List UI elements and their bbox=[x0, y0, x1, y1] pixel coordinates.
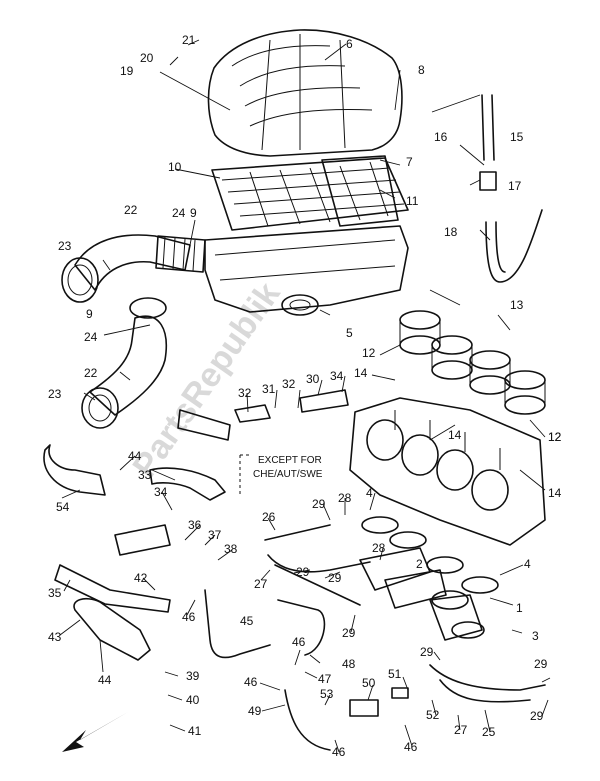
callout: 27 bbox=[254, 577, 268, 591]
callout: 54 bbox=[56, 500, 70, 514]
callout: 14 bbox=[448, 428, 462, 442]
callout: 4 bbox=[366, 486, 373, 500]
callout: 45 bbox=[240, 614, 254, 628]
callout: 12 bbox=[548, 430, 562, 444]
callout: 13 bbox=[510, 298, 524, 312]
callout: 33 bbox=[138, 468, 152, 482]
callout: 44 bbox=[98, 673, 112, 687]
callout: 29 bbox=[530, 709, 544, 723]
callout: 39 bbox=[186, 669, 200, 683]
callout: 43 bbox=[48, 630, 62, 644]
callout: 29 bbox=[534, 657, 548, 671]
note-line-1: EXCEPT FOR bbox=[258, 455, 322, 466]
callout: 46 bbox=[332, 745, 346, 759]
breather-hose-assembly bbox=[479, 94, 543, 283]
callout: 30 bbox=[306, 372, 320, 386]
leader-lines bbox=[59, 39, 551, 753]
callout: 46 bbox=[292, 635, 306, 649]
vacuum-hoses bbox=[264, 524, 546, 751]
callout: 52 bbox=[426, 708, 440, 722]
callout: 24 bbox=[172, 206, 186, 220]
callout: 5 bbox=[346, 326, 353, 340]
callout: 46 bbox=[182, 610, 196, 624]
callout: 27 bbox=[454, 723, 468, 737]
callout: 3 bbox=[532, 629, 539, 643]
callout: 21 bbox=[182, 33, 196, 47]
callout: 37 bbox=[208, 528, 222, 542]
callout: 12 bbox=[548, 430, 562, 444]
callout: 20 bbox=[140, 51, 154, 65]
callout: 14 bbox=[354, 366, 368, 380]
callout: 22 bbox=[124, 203, 138, 217]
callout: 1 bbox=[516, 601, 523, 615]
callout: 46 bbox=[244, 675, 258, 689]
note-line-2: CHE/AUT/SWE bbox=[253, 469, 323, 480]
intake-duct-lower bbox=[81, 297, 167, 429]
callout: 23 bbox=[58, 239, 72, 253]
callout: 23 bbox=[48, 387, 62, 401]
callout: 6 bbox=[346, 37, 353, 51]
callout: 9 bbox=[190, 206, 197, 220]
callout: 10 bbox=[168, 160, 182, 174]
callout: 16 bbox=[434, 130, 448, 144]
callout: 36 bbox=[188, 518, 202, 532]
callout: 49 bbox=[248, 704, 262, 718]
callout: 35 bbox=[48, 586, 62, 600]
callout: 48 bbox=[342, 657, 356, 671]
air-filter-element bbox=[211, 155, 409, 231]
watermark-text: PartsRepublik bbox=[125, 275, 287, 484]
callout: 14 bbox=[548, 486, 562, 500]
callout: 50 bbox=[362, 676, 376, 690]
callout: 53 bbox=[320, 687, 334, 701]
callout: 24 bbox=[84, 330, 98, 344]
callout-labels: 21 20 19 6 8 16 15 7 10 17 11 22 24 9 18… bbox=[48, 33, 562, 759]
callout: 4 bbox=[524, 557, 531, 571]
callout: 18 bbox=[444, 225, 458, 239]
callout: 29 bbox=[420, 645, 434, 659]
callout: 19 bbox=[120, 64, 134, 78]
callout: 29 bbox=[342, 626, 356, 640]
callout: 29 bbox=[328, 571, 342, 585]
callout: 2 bbox=[416, 557, 423, 571]
callout: 47 bbox=[318, 672, 332, 686]
callout: 17 bbox=[508, 179, 522, 193]
note-border bbox=[239, 454, 250, 495]
callout: 34 bbox=[330, 369, 344, 383]
crankcase-breather-hoses bbox=[43, 389, 349, 661]
callout: 26 bbox=[262, 510, 276, 524]
front-direction-arrow-icon bbox=[62, 712, 128, 752]
carburetor-bank bbox=[349, 397, 546, 546]
intake-duct-upper bbox=[61, 234, 206, 303]
callout: 42 bbox=[134, 571, 148, 585]
callout: 40 bbox=[186, 693, 200, 707]
callout: 34 bbox=[154, 485, 168, 499]
callout: 8 bbox=[418, 63, 425, 77]
callout: 41 bbox=[188, 724, 202, 738]
callout: 12 bbox=[362, 346, 376, 360]
carburetor-joints bbox=[399, 310, 546, 415]
callout: 9 bbox=[86, 307, 93, 321]
callout: 32 bbox=[238, 386, 252, 400]
callout: 28 bbox=[338, 491, 352, 505]
callout: 44 bbox=[128, 449, 142, 463]
callout: 22 bbox=[84, 366, 98, 380]
callout: 51 bbox=[388, 667, 402, 681]
air-filter-cover bbox=[207, 29, 403, 157]
callout: 32 bbox=[282, 377, 296, 391]
callout: 25 bbox=[482, 725, 496, 739]
callout: 38 bbox=[224, 542, 238, 556]
callout: 15 bbox=[510, 130, 524, 144]
callout: 46 bbox=[404, 740, 418, 754]
callout: 29 bbox=[296, 565, 310, 579]
callout: 28 bbox=[372, 541, 386, 555]
intake-manifolds bbox=[359, 516, 499, 641]
callout: 11 bbox=[406, 194, 419, 208]
callout: 7 bbox=[406, 155, 413, 169]
air-filter-case bbox=[204, 225, 409, 316]
callout: 31 bbox=[262, 382, 276, 396]
callout: 29 bbox=[312, 497, 326, 511]
